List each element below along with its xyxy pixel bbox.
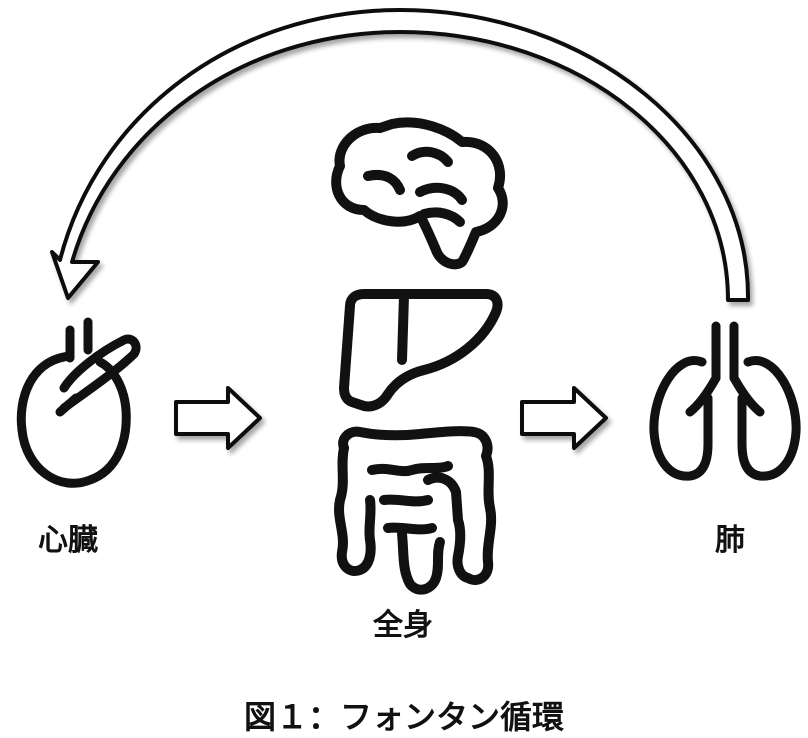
liver-icon <box>339 289 503 412</box>
intestine-icon <box>334 426 497 595</box>
lung-label: 肺 <box>715 523 745 558</box>
heart-label: 心臓 <box>38 523 98 558</box>
brain-icon <box>331 117 508 270</box>
figure-caption: 図１：フォンタン循環 <box>243 698 564 736</box>
lungs-icon <box>649 321 801 481</box>
body-label: 全身 <box>373 608 433 643</box>
arrow-body-to-lung-icon <box>520 386 608 450</box>
arrow-heart-to-body-icon <box>174 386 262 450</box>
heart-icon <box>16 317 141 488</box>
arrow-lung-to-heart-icon <box>50 8 751 302</box>
